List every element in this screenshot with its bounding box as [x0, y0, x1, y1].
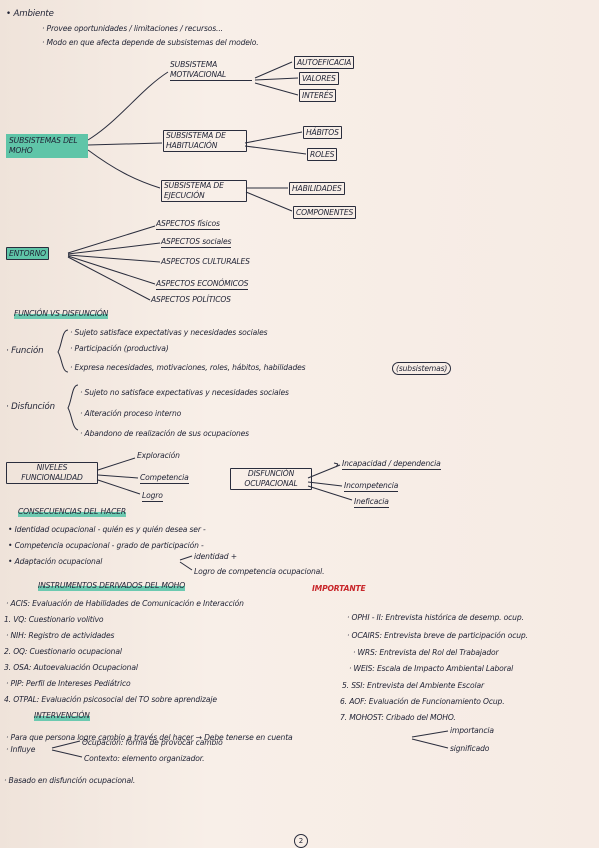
- instrumento-otpal: 4. OTPAL: Evaluación psicosocial del TO …: [4, 695, 217, 704]
- instrumento-vq: 1. VQ: Cuestionario volitivo: [4, 615, 104, 624]
- consecuencias-identidad: • Identidad ocupacional - quién es y qui…: [8, 525, 206, 534]
- roles-box: ROLES: [307, 148, 338, 161]
- disfuncion-label: · Disfunción: [6, 402, 55, 412]
- disfuncion-item-3: · Abandono de realización de sus ocupaci…: [80, 429, 249, 438]
- importante-label: IMPORTANTE: [312, 584, 366, 593]
- funcion-item-3: · Expresa necesidades, motivaciones, rol…: [70, 363, 306, 372]
- page-number: 2: [294, 834, 308, 848]
- consecuencias-title: CONSECUENCIAS DEL HACER: [18, 506, 127, 517]
- consecuencias-competencia: • Competencia ocupacional - grado de par…: [8, 541, 204, 550]
- consecuencias-adaptacion: • Adaptación ocupacional: [8, 557, 103, 566]
- habilidades-box: HABILIDADES: [289, 182, 345, 195]
- entorno-politicos: ASPECTOS POLÍTICOS: [151, 295, 231, 304]
- ambiente-line-1: · Provee oportunidades / limitaciones / …: [42, 24, 223, 33]
- instrumento-pip: · PIP: Perfil de Intereses Pediátrico: [6, 679, 131, 688]
- nivel-competencia: Competencia: [140, 473, 189, 484]
- disfuncion-incapacidad: Incapacidad / dependencia: [342, 459, 441, 470]
- disfuncion-item-2: · Alteración proceso interno: [80, 409, 182, 418]
- intervencion-influye: · Influye: [6, 745, 36, 754]
- entorno-fisicos: ASPECTOS físicos: [156, 219, 220, 230]
- disfuncion-incompetencia: Incompetencia: [344, 481, 399, 492]
- ambiente-title: • Ambiente: [6, 9, 54, 19]
- entorno-economicos: ASPECTOS ECONÓMICOS: [156, 279, 249, 290]
- habituacion-subsystem: SUBSISTEMA DE HABITUACIÓN: [163, 130, 247, 152]
- motivational-subsystem: SUBSISTEMA MOTIVACIONAL: [170, 60, 252, 81]
- niveles-box: NIVELES FUNCIONALIDAD: [6, 462, 98, 484]
- autoeficacia-box: AUTOEFICACIA: [294, 56, 355, 69]
- nivel-exploracion: Exploración: [137, 451, 180, 460]
- habitos-box: HÁBITOS: [303, 126, 342, 139]
- instrumento-acis: · ACIS: Evaluación de Habilidades de Com…: [6, 599, 244, 608]
- intervencion-base: · Basado en disfunción ocupacional.: [4, 776, 136, 785]
- entorno-label: ENTORNO: [6, 247, 49, 260]
- ejecucion-subsystem: SUBSISTEMA DE EJECUCIÓN: [161, 180, 247, 202]
- instrumento-nih: · NIH: Registro de actividades: [6, 631, 115, 640]
- funcion-item-2: · Participación (productiva): [70, 344, 169, 353]
- funcion-item-1: · Sujeto satisface expectativas y necesi…: [70, 328, 268, 337]
- ambiente-line-2: · Modo en que afecta depende de subsiste…: [42, 38, 259, 47]
- intereses-box: INTERÉS: [299, 89, 337, 102]
- intervencion-line-1: · Para que persona logre cambio a través…: [6, 733, 293, 742]
- instrumento-osa: 3. OSA: Autoevaluación Ocupacional: [4, 663, 138, 672]
- adaptacion-logro: Logro de competencia ocupacional.: [194, 567, 325, 576]
- instrumento-mohost: 7. MOHOST: Cribado del MOHO.: [340, 713, 456, 722]
- instrumentos-title: INSTRUMENTOS DERIVADOS DEL MOHO: [38, 580, 186, 591]
- nivel-logro: Logro: [142, 491, 163, 502]
- intervencion-title: INTERVENCIÓN: [34, 710, 90, 721]
- moho-main-label: SUBSISTEMAS DEL MOHO: [6, 134, 88, 158]
- intervencion-importancia: importancia: [450, 726, 494, 735]
- instrumento-ophi: · OPHI - II: Entrevista histórica de des…: [347, 613, 524, 622]
- instrumento-ssi: 5. SSI: Entrevista del Ambiente Escolar: [342, 681, 484, 690]
- influye-ocupacion: Ocupación: forma de provocar cambio: [82, 738, 223, 747]
- disfuncion-item-1: · Sujeto no satisface expectativas y nec…: [80, 388, 289, 397]
- funcion-title: FUNCIÓN VS DISFUNCIÓN: [14, 308, 109, 319]
- subsistemas-note: (subsistemas): [392, 362, 452, 375]
- funcion-label: · Función: [6, 346, 44, 356]
- instrumento-oq: 2. OQ: Cuestionario ocupacional: [4, 647, 122, 656]
- instrumento-aof: 6. AOF: Evaluación de Funcionamiento Ocu…: [340, 697, 505, 706]
- influye-contexto: Contexto: elemento organizador.: [84, 754, 205, 763]
- instrumento-ocairs: · OCAIRS: Entrevista breve de participac…: [347, 631, 528, 640]
- disfuncion-ocupacional-box: DISFUNCIÓN OCUPACIONAL: [230, 468, 312, 490]
- entorno-sociales: ASPECTOS sociales: [161, 237, 232, 248]
- instrumento-weis: · WEIS: Escala de Impacto Ambiental Labo…: [349, 664, 514, 673]
- disfuncion-ineficacia: Ineficacia: [354, 497, 389, 508]
- valores-box: VALORES: [299, 72, 339, 85]
- entorno-culturales: ASPECTOS CULTURALES: [161, 257, 250, 266]
- componentes-box: COMPONENTES: [293, 206, 357, 219]
- instrumento-wrs: · WRS: Entrevista del Rol del Trabajador: [353, 648, 499, 657]
- intervencion-significado: significado: [450, 744, 490, 753]
- adaptacion-identidad: identidad +: [194, 552, 237, 561]
